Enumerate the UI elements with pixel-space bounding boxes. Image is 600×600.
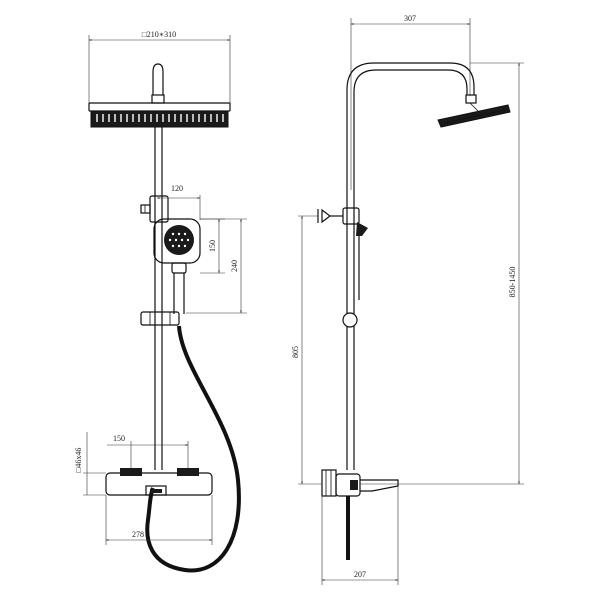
handshower-offset-label: 120 <box>171 184 183 193</box>
outlet-height-label: 805 <box>291 346 300 358</box>
side-diverter <box>317 207 360 225</box>
valve-size-label: □46x46 <box>74 448 83 473</box>
dim-shower-head-size: □210∗310 <box>88 30 231 110</box>
arm-projection-label: 307 <box>404 14 416 23</box>
side-mixer <box>321 469 399 497</box>
front-overhead-shower-head <box>88 102 231 128</box>
valve-spacing-label: 150 <box>113 434 125 443</box>
dim-spout-projection: 207 <box>321 486 399 585</box>
dim-outlet-height: 805 <box>291 215 322 485</box>
dim-mixer: 150 □46x46 278 <box>74 432 213 545</box>
dim-handshower: 120 150 240 <box>156 184 247 314</box>
dim-height-range: 850-1450 <box>360 62 524 485</box>
dim-arm-projection: 307 <box>350 14 471 190</box>
slide-height-label: 240 <box>230 260 239 272</box>
side-riser-arm <box>346 62 477 470</box>
front-diverter <box>140 195 169 223</box>
handshower-height-label: 150 <box>208 240 217 252</box>
front-riser-pipe <box>154 127 163 470</box>
shower-head-size-label: □210∗310 <box>142 30 176 39</box>
side-handshower <box>356 222 368 300</box>
front-hose <box>145 325 241 573</box>
front-shower-arm <box>151 63 165 104</box>
side-slide-bracket <box>342 312 358 328</box>
front-view: □210∗310 <box>74 30 247 573</box>
side-view: 307 <box>291 14 524 585</box>
front-handshower <box>153 218 201 314</box>
front-thermostatic-bar <box>105 468 213 496</box>
side-overhead-shower-head <box>437 102 511 128</box>
spout-projection-label: 207 <box>354 570 366 579</box>
height-range-label: 850-1450 <box>508 267 517 298</box>
front-slide-bracket <box>140 311 180 326</box>
valve-width-label: 278 <box>132 530 144 539</box>
